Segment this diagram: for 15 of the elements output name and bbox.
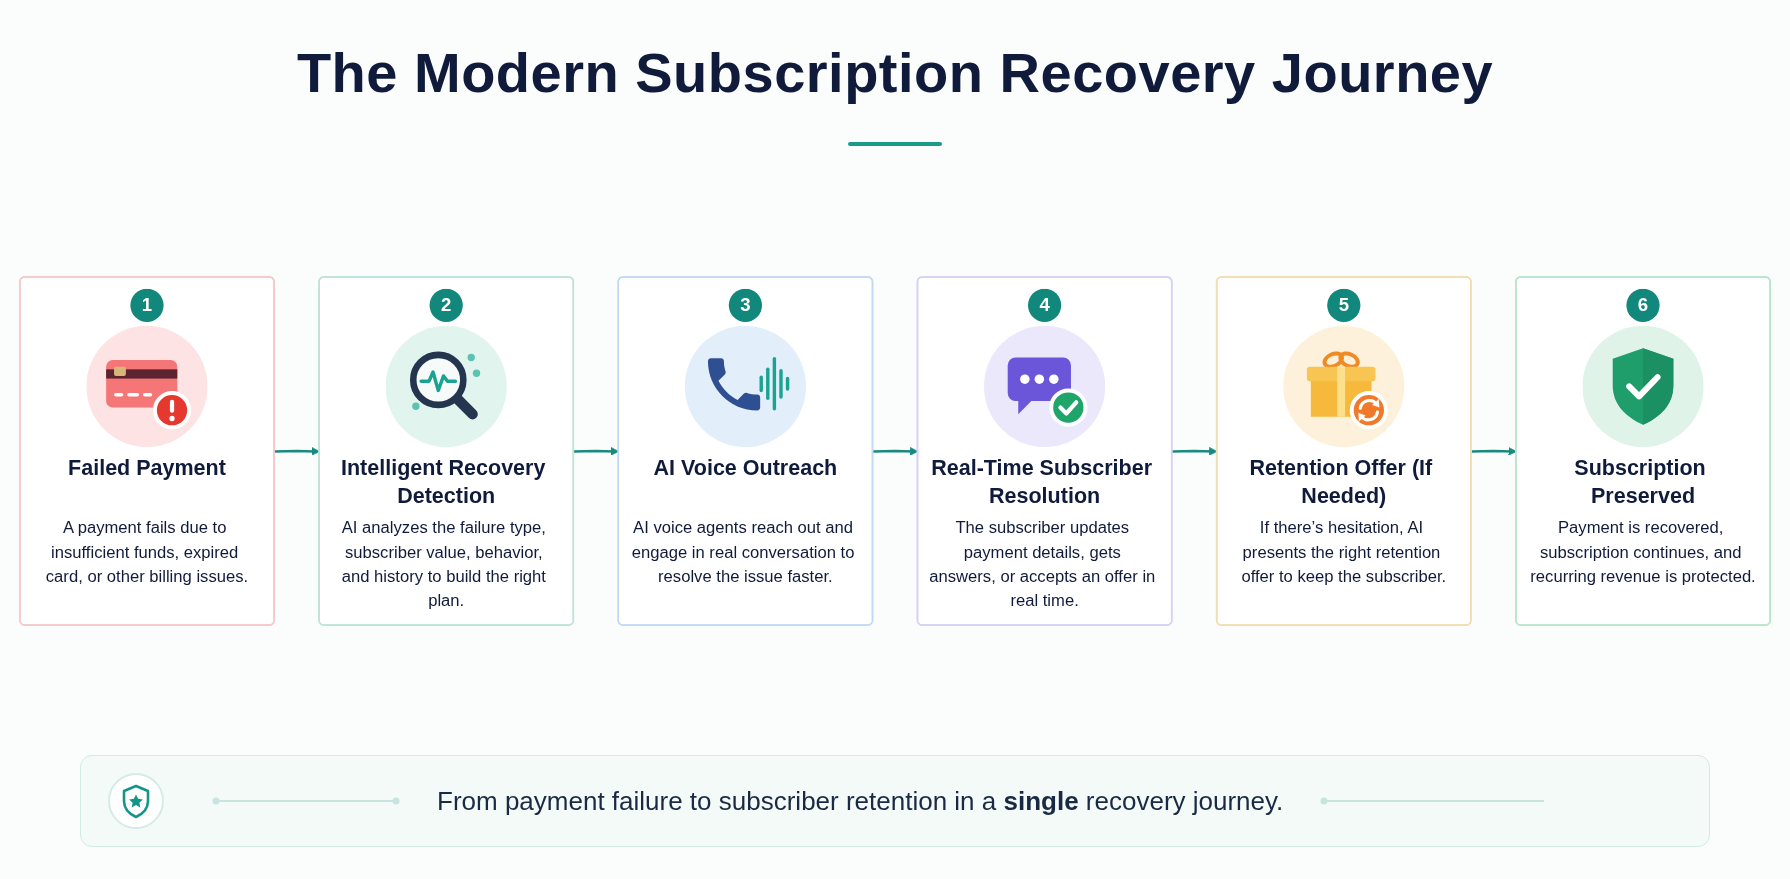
step-title: Failed Payment — [68, 454, 226, 483]
step-description: AI voice agents reach out and engage in real conversation to resolve the issue faster. — [630, 517, 856, 588]
step-title: Real-Time Subscriber Resolution — [930, 454, 1153, 510]
caption: From payment failure to subscriber retention in a single recovery journey. — [437, 785, 1284, 817]
step-description: A payment fails due to insufficient funds, expired card, or other billing issues. — [44, 517, 250, 588]
step-title: Subscription Preserved — [1573, 454, 1707, 510]
arrow — [274, 447, 320, 456]
step-description: AI analyzes the failure type, subscriber value, behavior, and history to build the right plan. — [340, 517, 547, 613]
step-title: AI Voice Outreach — [653, 454, 838, 483]
step-title: Intelligent Recovery Detection — [340, 454, 547, 510]
step-description: The subscriber updates payment details, gets answers, or accepts an offer in real time. — [929, 517, 1157, 613]
step-description: If there’s hesitation, AI presents the right retention offer to keep the subscriber. — [1240, 517, 1448, 588]
step-description: Payment is recovered, subscription continues, and recurring revenue is protected. — [1529, 517, 1757, 588]
title: The Modern Subscription Recovery Journey — [296, 40, 1494, 106]
step-title: Retention Offer (If Needed) — [1248, 454, 1434, 510]
